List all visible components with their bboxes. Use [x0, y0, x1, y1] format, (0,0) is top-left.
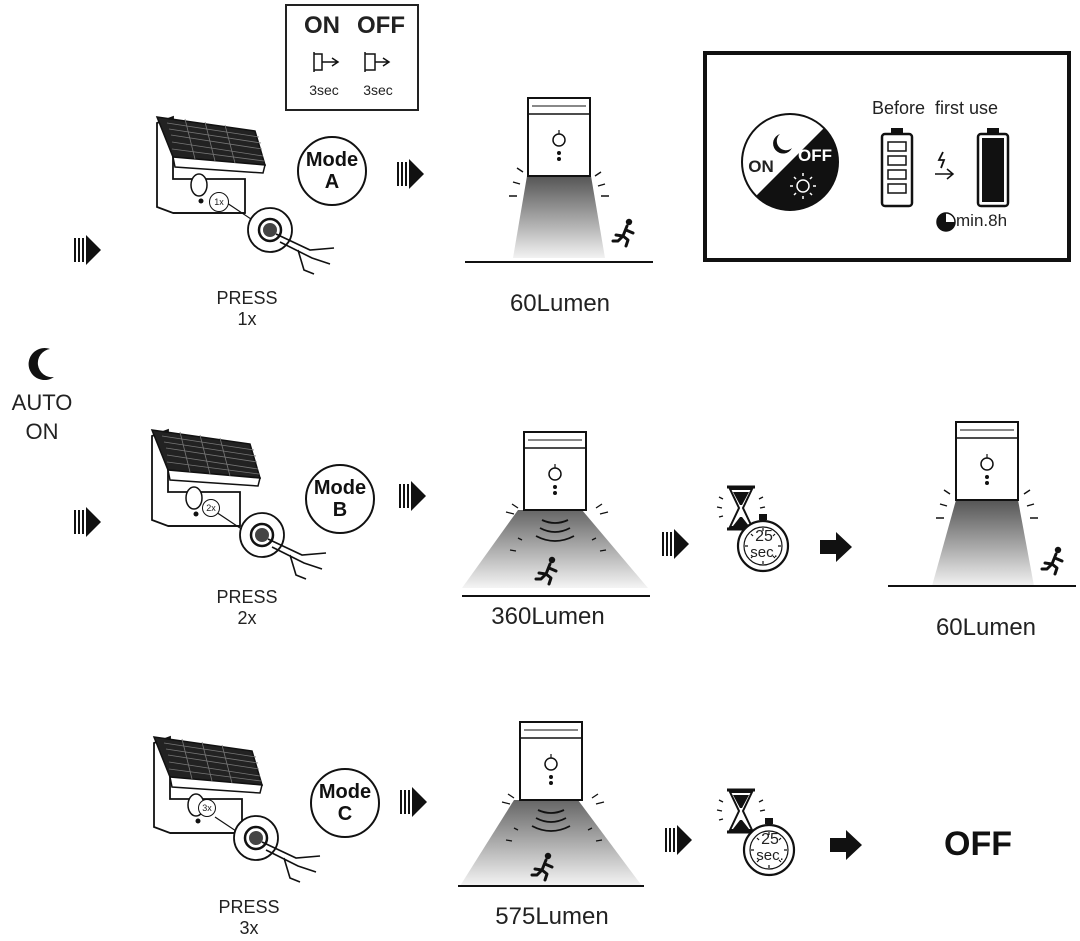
switch-on-label: ON [304, 12, 340, 39]
switch-instruction-box [285, 4, 419, 111]
row-a-press-label: PRESS [216, 288, 278, 308]
switch-off-label: OFF [357, 12, 405, 39]
on-label: ON [25, 419, 59, 444]
before-first-use-label: Before first use [872, 98, 999, 118]
auto-label: AUTO [11, 390, 73, 415]
mode-c-letter: C [337, 803, 353, 825]
battery-full-icon [976, 128, 1010, 208]
row-c-arrow-mid [400, 786, 428, 818]
row-c-timer-value: 25 [761, 831, 779, 848]
switch-off-time: 3sec [363, 82, 393, 98]
row-b-hand-press-icon [238, 511, 328, 581]
row-c-press-count-badge: 3x [198, 799, 216, 817]
row-b-arrow-to-timer [662, 528, 690, 560]
mode-a-word: Mode [305, 149, 359, 171]
mode-a-badge: Mode A [297, 136, 367, 206]
moon-icon [28, 348, 54, 381]
switch-on-icon [313, 52, 340, 72]
dial-off-label: OFF [798, 146, 832, 165]
row-c-off-state: OFF [944, 825, 1012, 863]
arrow-right-icon [820, 532, 852, 562]
row-b-arrow-in [74, 506, 102, 538]
battery-icon [880, 128, 914, 208]
row-c-timer-unit: sec. [756, 847, 784, 864]
mode-c-badge: Mode C [310, 768, 380, 838]
row-b-lamp-scene [462, 431, 650, 597]
mode-b-word: Mode [313, 477, 367, 499]
row-a-arrow-mid [397, 158, 425, 190]
row-b-press-count: 2x [237, 608, 257, 628]
row-a-arrow-in [74, 234, 102, 266]
sun-icon [790, 173, 816, 199]
row-c-press-label: PRESS [218, 897, 280, 917]
row-a-device [156, 116, 266, 226]
pie-clock-icon [936, 212, 956, 232]
row-b-timer-unit: sec. [750, 544, 778, 561]
hand-press-icon [246, 206, 336, 276]
mode-b-badge: Mode B [305, 464, 375, 534]
mode-c-word: Mode [318, 781, 372, 803]
row-b-lumen: 360Lumen [491, 603, 605, 630]
switch-off-icon [364, 52, 391, 72]
row-b-after-lumen: 60Lumen [935, 614, 1037, 641]
row-a-press-count-badge: 1x [209, 192, 229, 212]
row-c-arrow-to-timer [665, 824, 693, 856]
day-night-dial [741, 113, 839, 211]
row-c-arrow-right-icon [830, 830, 862, 860]
dial-on-label: ON [748, 157, 774, 176]
row-b-press-count-badge: 2x [202, 499, 220, 517]
row-b-arrow-mid [399, 480, 427, 512]
switch-on-time: 3sec [309, 82, 339, 98]
row-c-lamp-scene [458, 721, 644, 887]
row-c-lumen: 575Lumen [495, 903, 609, 930]
row-c-press-count: 3x [239, 918, 259, 938]
moon-icon [773, 134, 792, 154]
row-c-hand-press-icon [232, 814, 322, 884]
row-b-timer-value: 25 [755, 528, 773, 545]
mode-b-letter: B [332, 499, 348, 521]
info-box [703, 51, 1071, 262]
lightning-icon [935, 151, 955, 180]
charge-time-label: min.8h [956, 211, 1008, 230]
row-b-press-label: PRESS [216, 587, 278, 607]
row-a-lamp-scene [465, 97, 653, 263]
row-a-press-count: 1x [237, 309, 257, 329]
row-b-lamp-dim-scene [888, 421, 1076, 587]
mode-a-letter: A [324, 171, 340, 193]
row-a-lumen: 60Lumen [509, 290, 611, 317]
